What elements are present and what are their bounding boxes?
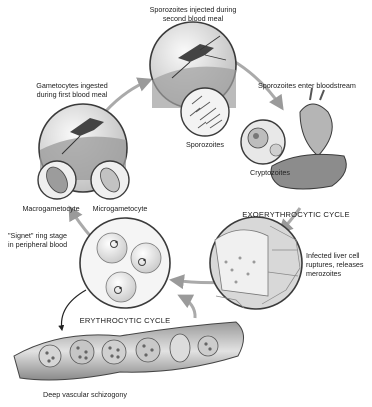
blood-vessel-illustration [14, 322, 244, 380]
schizont-2 [70, 340, 94, 364]
label-gametocytes-ingested: Gametocytes ingested [36, 81, 108, 90]
rbc-2 [131, 243, 161, 273]
macrogametocyte-circle [38, 161, 76, 199]
cryptozoites-circle [241, 120, 285, 164]
label-infected-liver-cell: Infected liver cell [306, 251, 360, 260]
label-cryptozoites: Cryptozoites [250, 168, 290, 177]
label-sporozoites: Sporozoites [186, 140, 224, 149]
schizont-3 [102, 340, 126, 364]
schizont-1 [39, 345, 61, 367]
label-gametocytes-ingested-2: during first blood meal [37, 90, 108, 99]
arrow-vessel-to-rbc [180, 296, 195, 318]
arrow-gametocytes-to-mosquito [105, 80, 150, 112]
label-exoerythrocytic-cycle: EXOERYTHROCYTIC CYCLE [242, 210, 349, 219]
schizont-6 [198, 336, 218, 356]
label-infected-liver-cell-3: merozoites [306, 269, 342, 278]
sporozoites-circle [181, 88, 229, 136]
heart-icon [300, 104, 332, 156]
infected-liver-cell-circle [210, 217, 302, 309]
label-deep-vascular: Deep vascular schizogony [43, 390, 127, 399]
label-infected-liver-cell-2: ruptures, releases [306, 260, 364, 269]
label-macrogametocyte: Macrogametocyte [22, 204, 79, 213]
label-sporozoites-injected-2: second blood meal [163, 14, 224, 23]
label-signet-ring-2: in peripheral blood [8, 240, 67, 249]
signet-ring-circle [80, 218, 170, 308]
schizont-4 [136, 338, 160, 362]
rbc-1 [97, 233, 127, 263]
label-erythrocytic-cycle: ERYTHROCYTIC CYCLE [80, 316, 171, 325]
schizont-5 [170, 334, 190, 362]
microgametocyte-circle [91, 161, 129, 199]
label-signet-ring: "Signet" ring stage [8, 231, 67, 240]
label-sporozoites-enter: Sporozoites enter bloodstream [258, 81, 356, 90]
label-microgametocyte: Microgametocyte [93, 204, 148, 213]
label-sporozoites-injected: Sporozoites injected during [150, 5, 237, 14]
